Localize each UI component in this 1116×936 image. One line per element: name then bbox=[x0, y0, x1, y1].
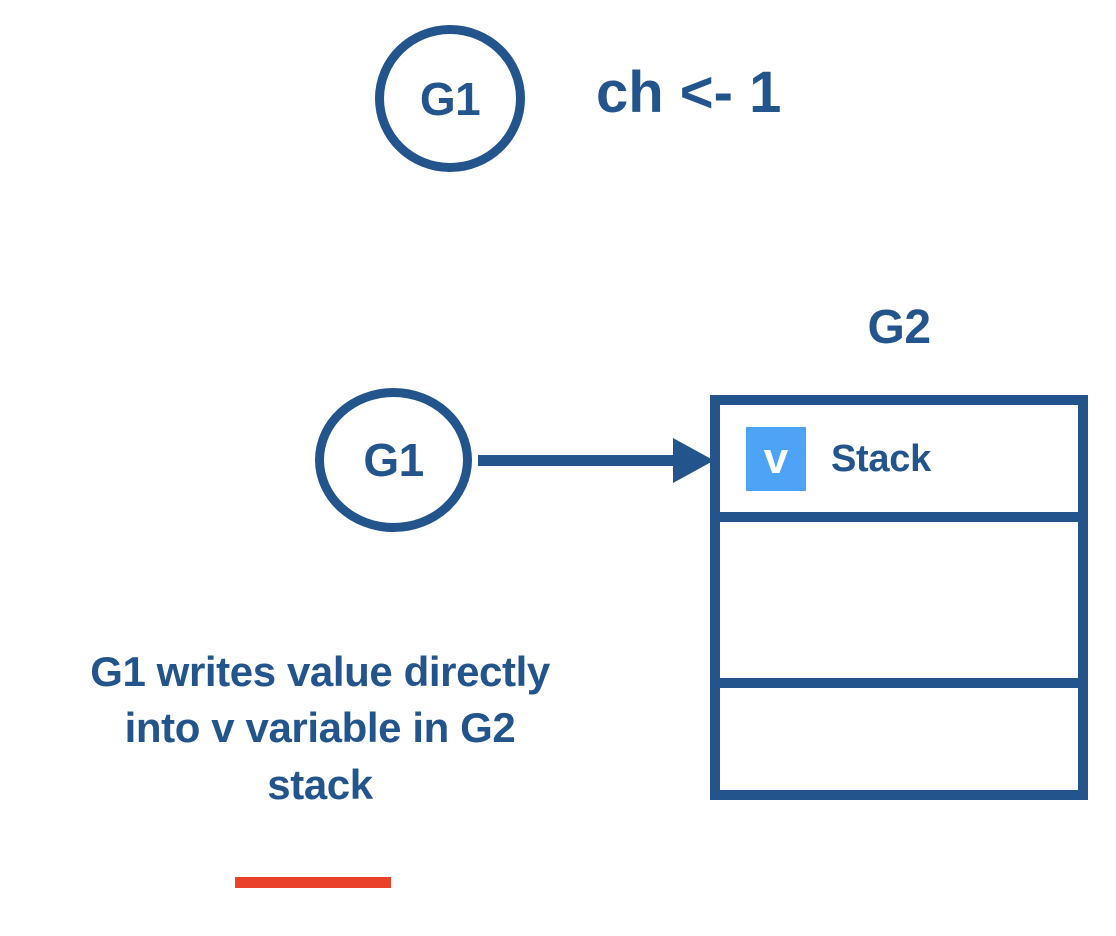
stack-panel-title: G2 bbox=[867, 301, 931, 354]
caption-line-2: into v variable in G2 bbox=[124, 704, 516, 752]
caption-line-1: G1 writes value directly bbox=[90, 648, 550, 695]
goroutine-label-g1-top: G1 bbox=[419, 72, 481, 125]
stack-row: v Stack bbox=[720, 405, 1078, 522]
goroutine-label-g1-bottom: G1 bbox=[363, 434, 424, 486]
underline-accent-bar bbox=[235, 877, 391, 888]
goroutine-circle-g1-bottom: G1 bbox=[315, 388, 472, 532]
variable-badge-v: v bbox=[746, 426, 806, 491]
stack-row bbox=[720, 688, 1078, 790]
stack-row bbox=[720, 522, 1078, 688]
g2-stack-box: v Stack bbox=[710, 395, 1088, 800]
caption-text: G1 writes value directly into v variable… bbox=[8, 644, 632, 813]
caption-line-3: stack bbox=[267, 760, 373, 808]
stack-row-label: Stack bbox=[831, 437, 931, 480]
channel-send-expression: ch <- 1 bbox=[596, 60, 782, 125]
right-arrow-icon bbox=[478, 438, 714, 483]
goroutine-circle-g1-top: G1 bbox=[375, 25, 525, 172]
